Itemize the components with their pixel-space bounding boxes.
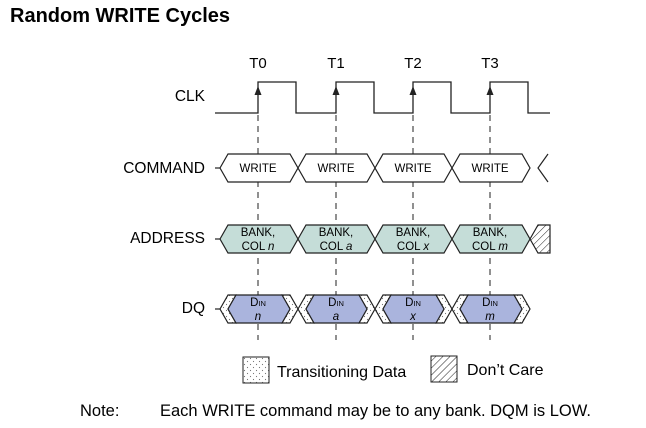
address-line1-t2: BANK, (396, 227, 431, 239)
dq-cell-t1 (305, 294, 368, 324)
tick-label-t3: T3 (481, 55, 499, 72)
legend-transitioning-label: Transitioning Data (277, 364, 406, 381)
page-title: Random WRITE Cycles (10, 5, 230, 27)
signal-label-command: COMMAND (123, 160, 205, 177)
signal-label-address: ADDRESS (130, 230, 205, 247)
legend-transitioning-swatch (242, 356, 270, 384)
address-bus (215, 224, 551, 254)
command-cell-t3 (451, 153, 531, 183)
dq-label-var-t0: n (255, 311, 261, 323)
address-line2-t3: COL m (472, 241, 508, 253)
legend-dont-care-swatch (430, 355, 458, 383)
tick-label-t2: T2 (404, 55, 422, 72)
dq-cell-t3 (459, 294, 523, 324)
command-label-t1: WRITE (317, 163, 354, 175)
tick-label-t1: T1 (327, 55, 345, 72)
dq-label-din-t3: DIN (482, 297, 498, 309)
clk-edge-arrows (254, 86, 494, 95)
address-line2-t1: COL a (320, 241, 353, 253)
tick-label-t0: T0 (249, 55, 267, 72)
dq-label-var-t1: a (333, 311, 339, 323)
address-line1-t0: BANK, (241, 227, 276, 239)
clk-edge-arrow-t3 (486, 86, 494, 95)
address-line2-t2: COL x (397, 241, 430, 253)
dq-label-din-t1: DIN (328, 297, 344, 309)
dq-label-var-t3: m (485, 311, 495, 323)
dq-bus (215, 294, 531, 324)
command-label-t3: WRITE (471, 163, 508, 175)
command-continuation (537, 153, 549, 183)
address-line1-t3: BANK, (473, 227, 508, 239)
note-text: Each WRITE command may be to any bank. D… (160, 402, 591, 420)
clk-edge-arrow-t0 (254, 86, 262, 95)
dq-label-var-t2: x (409, 311, 417, 323)
note-label: Note: (80, 402, 119, 420)
address-dont-care-tail (529, 224, 551, 254)
command-label-t0: WRITE (239, 163, 276, 175)
clk-waveform (215, 81, 550, 114)
clk-edge-arrow-t1 (332, 86, 340, 95)
dq-label-din-t0: DIN (250, 297, 266, 309)
dq-cell-t2 (382, 294, 445, 324)
dq-label-din-t2: DIN (405, 297, 421, 309)
legend-dont-care-label: Don’t Care (467, 362, 544, 379)
signal-label-clk: CLK (175, 88, 206, 105)
dq-cell-t0 (227, 294, 291, 324)
clk-edge-arrow-t2 (409, 86, 417, 95)
signal-label-dq: DQ (182, 300, 205, 317)
command-bus (215, 153, 549, 183)
address-line2-t0: COL n (242, 241, 275, 253)
command-label-t2: WRITE (394, 163, 431, 175)
address-line1-t1: BANK, (319, 227, 354, 239)
